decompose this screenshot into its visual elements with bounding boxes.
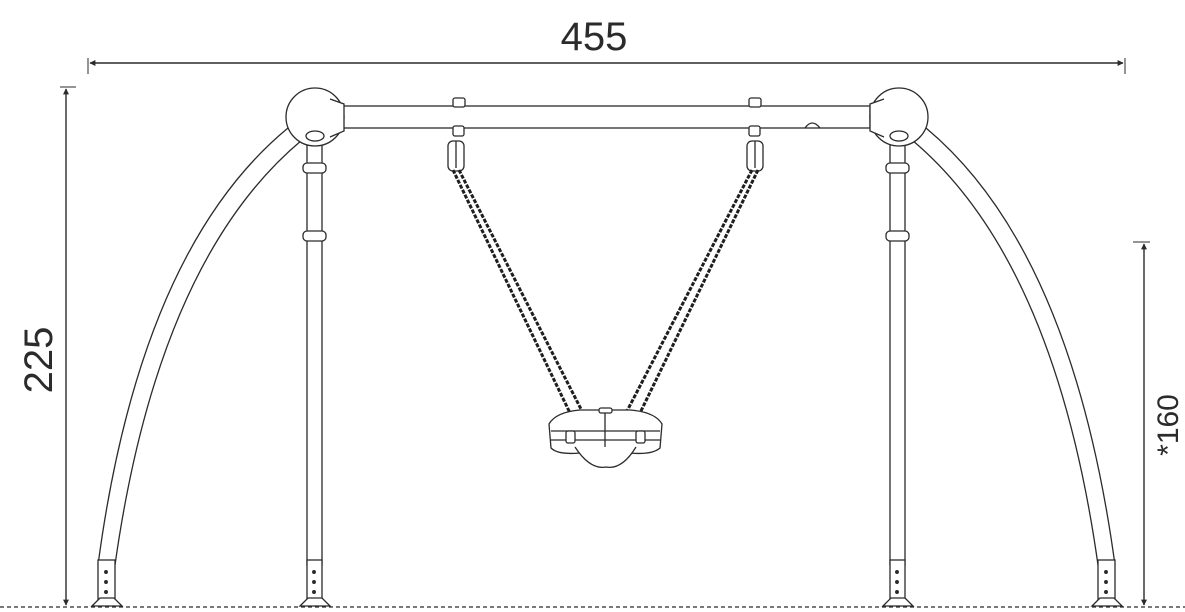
left-swing-hanger xyxy=(447,125,465,172)
left-curved-leg xyxy=(90,127,303,607)
width-label: 455 xyxy=(561,15,628,59)
left-connector-ball xyxy=(285,87,345,147)
height-label: 225 xyxy=(17,327,61,394)
height-dimension: 225 xyxy=(17,86,76,606)
right-inner-post xyxy=(881,134,915,607)
seat-height-label: *160 xyxy=(1152,394,1185,456)
swing-seat xyxy=(548,407,663,468)
width-dimension: 455 xyxy=(87,15,1126,74)
right-swing-hanger xyxy=(746,125,764,172)
right-connector-ball xyxy=(869,87,929,147)
swing-chains xyxy=(451,169,760,414)
right-curved-leg xyxy=(911,127,1124,607)
top-beam xyxy=(339,97,871,129)
seat-height-dimension: *160 xyxy=(1133,241,1185,606)
left-inner-post xyxy=(298,134,332,607)
